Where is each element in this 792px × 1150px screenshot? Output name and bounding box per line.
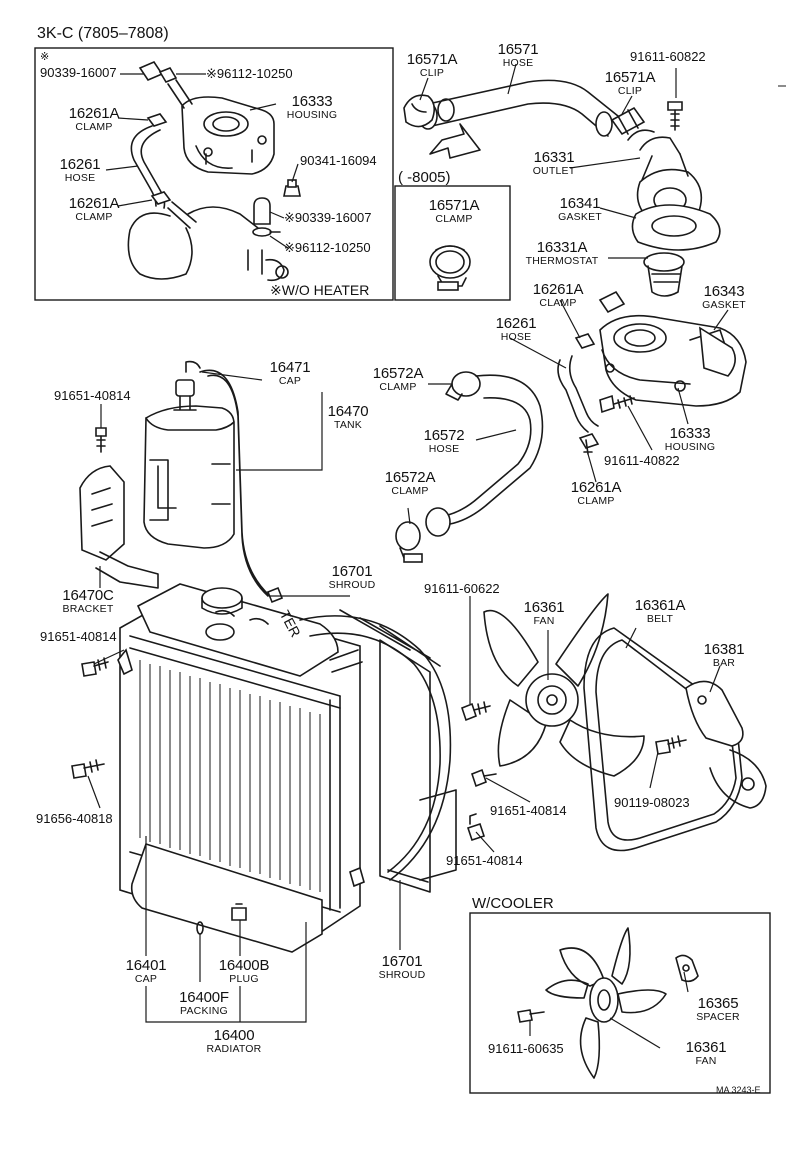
callout-91611-60635: 91611-60635 bbox=[488, 1041, 564, 1056]
lower-hose-16572 bbox=[395, 371, 544, 563]
callout-91651-40814-b: 91651-40814 bbox=[40, 629, 117, 644]
fan-shroud bbox=[299, 609, 457, 893]
leader-lines bbox=[87, 63, 729, 1049]
callout-91651-40814-a: 91651-40814 bbox=[54, 388, 131, 403]
sheet-code: MA 3243-E bbox=[716, 1085, 761, 1095]
callout-91611-60622: 91611-60622 bbox=[424, 581, 500, 596]
upper-hose-group bbox=[403, 79, 747, 414]
radiator-core bbox=[117, 583, 365, 953]
callout-91651-40814-d: 91651-40814 bbox=[446, 853, 523, 868]
callout-96112-10250-mid: ※96112-10250 bbox=[284, 240, 371, 255]
callout-96112-10250-top: ※96112-10250 bbox=[206, 66, 293, 81]
callout-90341-16094: 90341-16094 bbox=[300, 153, 377, 168]
callout-91656-40818: 91656-40818 bbox=[36, 811, 113, 826]
callout-90119-08023: 90119-08023 bbox=[614, 795, 690, 810]
callout-90339-16007-top: 90339-16007 bbox=[40, 65, 117, 80]
callout-90339-top-mark: ※ bbox=[40, 51, 50, 63]
without-heater-note: ※W/O HEATER bbox=[270, 282, 370, 298]
callout-91611-40822: 91611-40822 bbox=[604, 453, 680, 468]
date-range-inset-box bbox=[394, 185, 511, 301]
callout-90339-16007-mid: ※90339-16007 bbox=[284, 210, 372, 225]
cooler-fan bbox=[517, 927, 699, 1079]
callout-91651-40814-c: 91651-40814 bbox=[490, 803, 567, 818]
heater-variant-inset-box bbox=[34, 47, 394, 301]
cooler-inset-box bbox=[469, 912, 771, 1094]
fan-and-belt bbox=[461, 593, 767, 852]
inset-clamp bbox=[429, 245, 471, 291]
inset-hose-assembly bbox=[127, 61, 301, 282]
reservoir-tank bbox=[143, 360, 284, 604]
bypass-hose bbox=[557, 333, 600, 455]
callout-91611-60822: 91611-60822 bbox=[630, 49, 706, 64]
radiator-mount-bolts bbox=[71, 657, 109, 779]
section-title: 3K-C (7805–7808) bbox=[37, 25, 169, 42]
cooler-inset-title: W/COOLER bbox=[472, 895, 554, 912]
tank-bracket bbox=[79, 427, 159, 589]
date-range-note: ( -8005) bbox=[398, 169, 451, 186]
